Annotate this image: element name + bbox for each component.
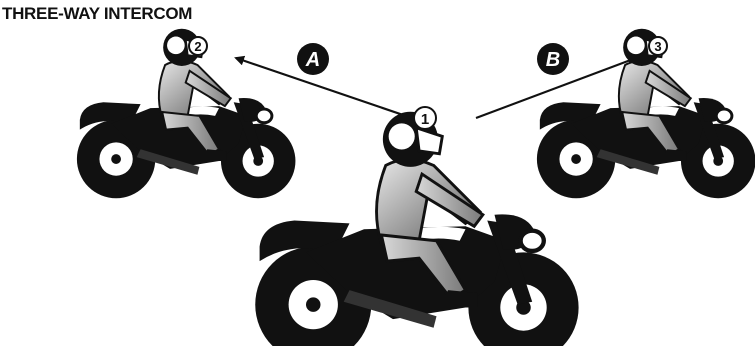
link-b-label-badge: B: [537, 43, 569, 75]
rider-3-motorcycle: [537, 29, 755, 199]
link-b-label: B: [546, 49, 560, 71]
rider-2-badge: 2: [189, 37, 207, 55]
rider-1-badge: 1: [414, 107, 436, 129]
link-a-label: A: [305, 49, 320, 71]
rider-3-number: 3: [654, 39, 661, 54]
rider-1-motorcycle: [255, 112, 578, 346]
rider-1-number: 1: [421, 111, 429, 128]
link-a-label-badge: A: [297, 43, 329, 75]
rider-2-motorcycle: [77, 29, 296, 199]
rider-2-number: 2: [194, 39, 201, 54]
rider-3-badge: 3: [649, 37, 667, 55]
